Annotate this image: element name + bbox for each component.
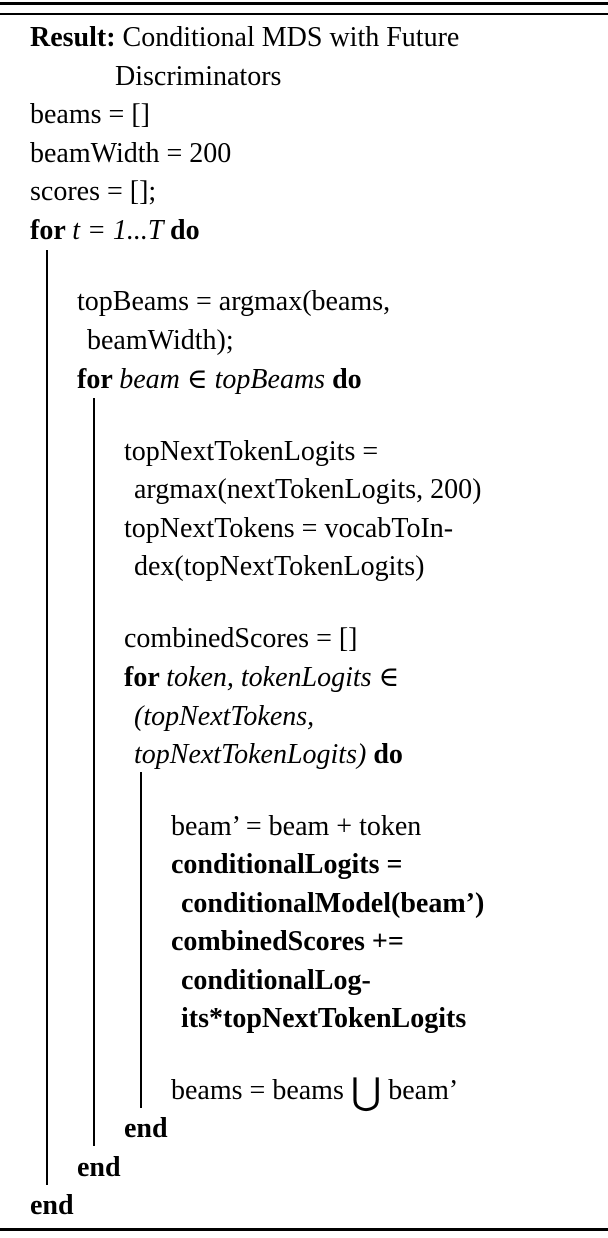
code-text: conditionalLogits = (171, 849, 403, 880)
top-rule-thin (0, 13, 608, 15)
code-line: for beam ∈ topBeams do (0, 360, 608, 400)
loop-indent-rule-inner (140, 772, 142, 1108)
code-line: end (0, 1187, 608, 1226)
code-line: its*topNextTokenLogits (0, 1000, 608, 1039)
code-text: for (124, 662, 167, 693)
code-text: conditionalLog- (181, 964, 371, 996)
code-text: beams = [] (30, 99, 150, 130)
code-line: beamWidth); (0, 322, 608, 361)
code-text: end (30, 1190, 74, 1221)
code-text: (topNextTokens, (134, 700, 315, 732)
code-text: do (332, 364, 362, 395)
code-text: Result: (30, 22, 123, 53)
code-line: dex(topNextTokenLogits) (0, 548, 608, 587)
code-text: scores = []; (30, 176, 157, 207)
code-text: beam’ (381, 1074, 459, 1106)
code-line: Discriminators (0, 58, 608, 97)
code-text: for (30, 214, 73, 246)
code-line: conditionalLogits = (0, 846, 608, 885)
code-text: Conditional MDS with Future (122, 22, 460, 53)
code-text: argmax(nextTokenLogits, 200) (134, 474, 482, 505)
code-line: beams = beams ⋃ beam’ (0, 1072, 608, 1111)
code-text: combinedScores += (171, 926, 404, 957)
code-text: topBeams (207, 364, 333, 395)
bottom-rule (0, 1228, 608, 1231)
code-line: combinedScores = [] (0, 620, 608, 659)
code-text: topNextTokens = vocabToIn- (124, 512, 454, 544)
code-text: combinedScores = [] (124, 622, 358, 654)
code-line: conditionalModel(beam’) (0, 885, 608, 924)
element-of-symbol: ∈ (186, 362, 208, 395)
code-text: beamWidth); (87, 324, 234, 356)
code-text: beams = beams (171, 1074, 351, 1106)
element-of-symbol: ∈ (378, 660, 400, 693)
code-line: combinedScores += (0, 923, 608, 962)
code-text: topBeams = argmax(beams, (77, 286, 391, 317)
code-text: do (170, 214, 200, 246)
code-text: do (373, 739, 403, 770)
code-text: conditionalModel(beam’) (181, 887, 485, 919)
code-line: topNextTokenLogits = (0, 433, 608, 472)
code-line: beams = [] (0, 96, 608, 135)
code-text: beam’ = beam + token (171, 810, 422, 842)
code-text: end (77, 1151, 121, 1183)
code-text: topNextTokenLogits = (124, 435, 379, 467)
code-text: topNextTokenLogits) (134, 739, 374, 770)
code-line: for token, tokenLogits ∈ (0, 658, 608, 698)
loop-indent-rule-outer (46, 250, 48, 1185)
top-rule-thick (0, 2, 608, 5)
code-line: argmax(nextTokenLogits, 200) (0, 471, 608, 510)
code-line: scores = []; (0, 173, 608, 212)
code-line: Result: Conditional MDS with Future (0, 19, 608, 58)
code-text: for (77, 364, 120, 395)
code-text: beamWidth = 200 (30, 137, 232, 169)
code-text: Discriminators (115, 60, 282, 92)
code-line: beamWidth = 200 (0, 135, 608, 174)
code-text: token, tokenLogits (166, 662, 379, 693)
code-line: topBeams = argmax(beams, (0, 283, 608, 322)
code-line: topNextTokens = vocabToIn- (0, 510, 608, 549)
code-text: beam (119, 364, 187, 395)
union-symbol: ⋃ (350, 1069, 382, 1113)
code-text: end (124, 1113, 168, 1144)
loop-indent-rule-middle (93, 398, 95, 1146)
code-text: t = 1...T (72, 214, 170, 246)
code-line: conditionalLog- (0, 962, 608, 1001)
code-text: its*topNextTokenLogits (181, 1003, 467, 1034)
code-line: topNextTokenLogits) do (0, 736, 608, 775)
code-line: end (0, 1110, 608, 1149)
code-line: end (0, 1149, 608, 1188)
code-line: (topNextTokens, (0, 698, 608, 737)
code-text: dex(topNextTokenLogits) (134, 551, 425, 582)
code-line: beam’ = beam + token (0, 808, 608, 847)
code-line: for t = 1...T do (0, 212, 608, 251)
